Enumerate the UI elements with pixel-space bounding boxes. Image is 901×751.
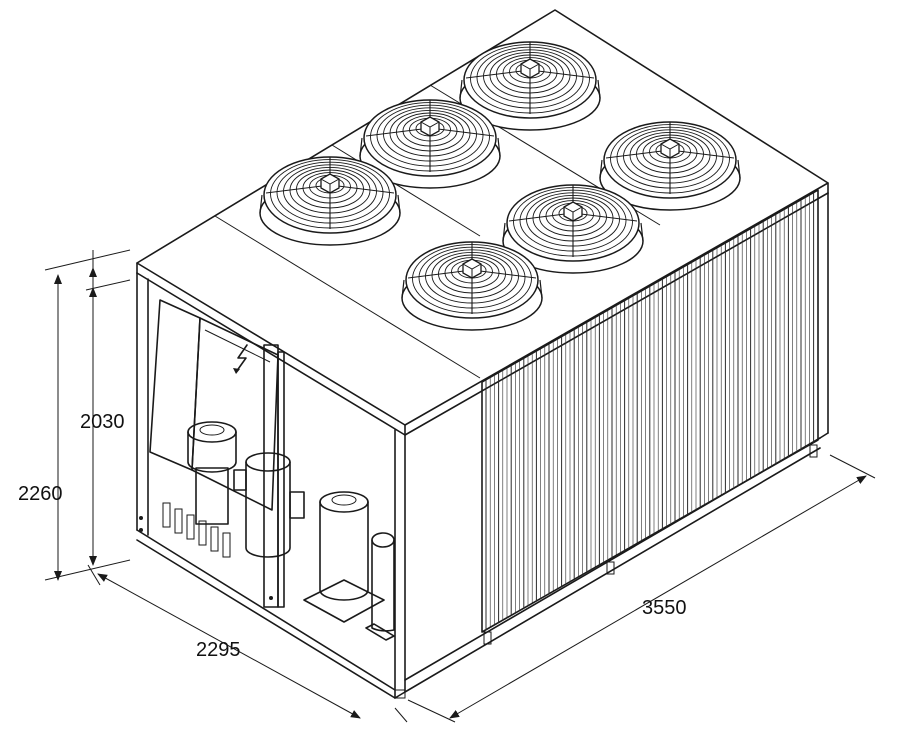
dim-label-length: 3550 [642, 597, 687, 619]
condenser-fan-icon [502, 184, 644, 274]
condenser-fan-icon [599, 121, 741, 211]
condenser-fan-icon [359, 99, 501, 189]
dim-line-length [449, 475, 867, 719]
condenser-fan-icon [459, 41, 601, 131]
electrical-panel [191, 317, 279, 511]
compressor-4 [365, 532, 395, 641]
dimension-lines: 2260 2030 2295 3550 [18, 249, 876, 723]
dim-label-total-height: 2260 [18, 483, 63, 505]
dim-label-body-height: 2030 [80, 411, 125, 433]
dim-line-width [97, 573, 361, 719]
compressor-section [139, 299, 395, 641]
fan-array [259, 41, 741, 331]
compressor-1 [187, 421, 237, 525]
electrical-hazard-icon [233, 344, 248, 374]
condenser-fan-icon [401, 241, 543, 331]
louver-panel [162, 502, 231, 558]
center-support-post [263, 344, 279, 608]
dim-label-width: 2295 [196, 639, 241, 661]
compressor-2 [233, 452, 305, 558]
condenser-fan-icon [259, 156, 401, 246]
